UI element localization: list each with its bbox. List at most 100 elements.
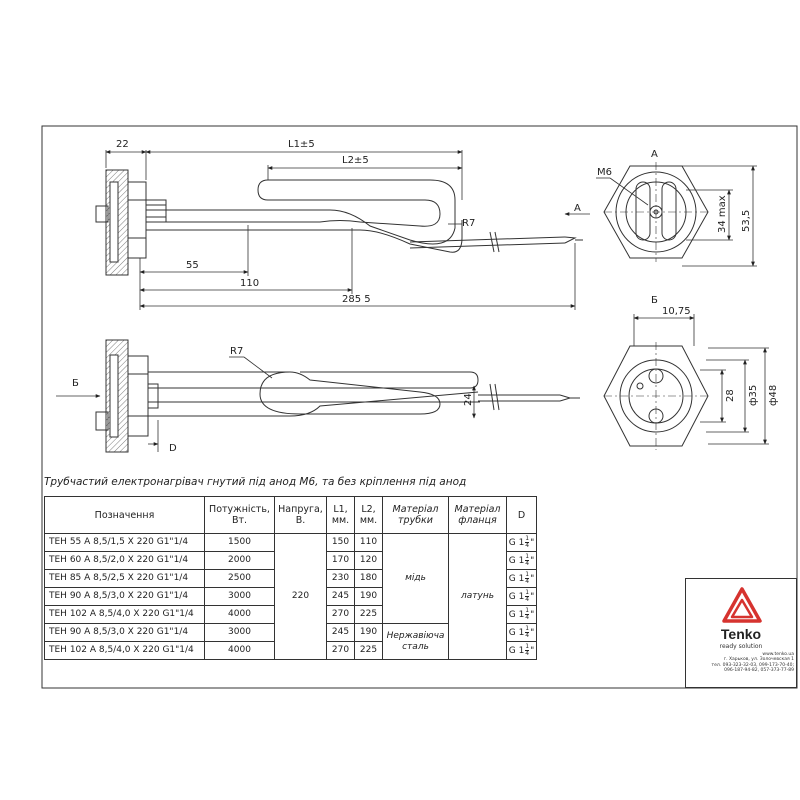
- header-l2: L2, мм.: [354, 496, 383, 534]
- header-power: Потужність, Вт.: [204, 496, 275, 534]
- side-view: [95, 339, 580, 453]
- thread-suffix: ": [530, 646, 535, 656]
- header-l1: L1, мм.: [326, 496, 355, 534]
- thread-prefix: G 1: [508, 646, 525, 656]
- cell-name: ТЕН 55 А 8,5/1,5 X 220 G1"1/4: [44, 533, 205, 552]
- dim-d: D: [169, 443, 177, 454]
- cell-power: 2000: [204, 551, 275, 570]
- cell-power: 2500: [204, 569, 275, 588]
- dim-r7-bottom: R7: [230, 346, 243, 357]
- cell-name: ТЕН 60 А 8,5/2,0 X 220 G1"1/4: [44, 551, 205, 570]
- cell-l1: 270: [326, 605, 355, 624]
- header-tube: Матеріал трубки: [382, 496, 449, 534]
- cell-l2: 190: [354, 623, 383, 642]
- drawing-frame: [41, 125, 798, 689]
- contact-address: г. Харьков, ул. Золочевская 1: [723, 657, 794, 663]
- tenko-logo-icon: [722, 587, 762, 623]
- cell-l2: 225: [354, 641, 383, 660]
- thread-suffix: ": [530, 610, 535, 620]
- table-row: ТЕН 85 А 8,5/2,5 X 220 G1"1/4 2500 230 1…: [44, 569, 537, 588]
- arrow-a-label: A: [574, 203, 581, 214]
- cell-name: ТЕН 90 А 8,5/3,0 X 220 G1"1/4: [44, 623, 205, 642]
- cell-l2: 225: [354, 605, 383, 624]
- view-a-label: A: [651, 149, 658, 160]
- company-stamp: Tenko ready solution www.tenko.ua г. Хар…: [685, 578, 797, 688]
- table-row: ТЕН 102 А 8,5/4,0 X 220 G1"1/4 4000 270 …: [44, 641, 537, 660]
- cell-l1: 245: [326, 623, 355, 642]
- dim-l2: L2±5: [342, 155, 369, 166]
- dim-55: 55: [186, 260, 199, 271]
- cell-tube-steel: Нержавіюча сталь: [382, 623, 449, 660]
- view-b-label: Б: [651, 295, 658, 306]
- contact-site: www.tenko.ua: [762, 652, 794, 657]
- thread-prefix: G 1: [508, 556, 525, 566]
- cell-l1: 245: [326, 587, 355, 606]
- flange-view-a: [603, 162, 709, 262]
- cell-l1: 150: [326, 533, 355, 552]
- top-view: [95, 169, 583, 276]
- table-row: ТЕН 55 А 8,5/1,5 X 220 G1"1/4 1500 220 1…: [44, 533, 537, 660]
- cell-name: ТЕН 102 А 8,5/4,0 X 220 G1"1/4: [44, 605, 205, 624]
- heater-loop-top: [146, 179, 456, 245]
- table-row: ТЕН 90 А 8,5/3,0 X 220 G1"1/4 3000 245 1…: [44, 587, 537, 606]
- dim-35: ф35: [748, 385, 759, 406]
- table-header-row: Позначення Потужність, Вт. Напруга, В. L…: [44, 496, 537, 534]
- dim-110: 110: [240, 278, 259, 289]
- thread-prefix: G 1: [508, 628, 525, 638]
- cell-power: 3000: [204, 623, 275, 642]
- cell-power: 1500: [204, 533, 275, 552]
- dim-m6: M6: [597, 167, 612, 178]
- top-dimensions: [105, 150, 590, 310]
- contact-block: www.tenko.ua г. Харьков, ул. Золочевская…: [688, 652, 794, 674]
- table-row: ТЕН 90 А 8,5/3,0 X 220 G1"1/4 3000 245 1…: [44, 623, 537, 660]
- thread-suffix: ": [530, 592, 535, 602]
- dim-285: 285 5: [342, 294, 371, 305]
- cell-l1: 270: [326, 641, 355, 660]
- dim-28: 28: [725, 389, 736, 402]
- thread-prefix: G 1: [508, 574, 525, 584]
- dim-48: ф48: [768, 385, 779, 406]
- dim-24: 24: [463, 393, 474, 406]
- dim-53-5: 53,5: [741, 210, 752, 232]
- header-flange: Матеріал фланця: [448, 496, 507, 534]
- dim-l1: L1±5: [288, 139, 315, 150]
- cell-name: ТЕН 90 А 8,5/3,0 X 220 G1"1/4: [44, 587, 205, 606]
- header-name: Позначення: [44, 496, 205, 534]
- header-voltage: Напруга, В.: [274, 496, 327, 534]
- thread-prefix: G 1: [508, 610, 525, 620]
- thread-prefix: G 1: [508, 592, 525, 602]
- contact-phones-2: 096-187-94-82, 057-373-77-89: [724, 668, 794, 674]
- spec-caption: Трубчастий електронагрівач гнутий під ан…: [44, 476, 467, 488]
- thread-suffix: ": [530, 556, 535, 566]
- cell-l2: 190: [354, 587, 383, 606]
- table-row: ТЕН 60 А 8,5/2,0 X 220 G1"1/4 2000 170 1…: [44, 551, 537, 570]
- thread-suffix: ": [530, 628, 535, 638]
- cell-name: ТЕН 102 А 8,5/4,0 X 220 G1"1/4: [44, 641, 205, 660]
- cell-name: ТЕН 85 А 8,5/2,5 X 220 G1"1/4: [44, 569, 205, 588]
- brand-name: Tenko: [720, 626, 762, 642]
- cell-l2: 120: [354, 551, 383, 570]
- thread-suffix: ": [530, 538, 535, 548]
- thread-prefix: G 1: [508, 538, 525, 548]
- cell-l1: 230: [326, 569, 355, 588]
- heater-loop-side: [148, 371, 441, 415]
- cell-l1: 170: [326, 551, 355, 570]
- header-d: D: [506, 496, 537, 534]
- contact-phones-1: тел. 093-323-32-03, 099-173-70-40;: [711, 662, 794, 668]
- arrow-b-label: Б: [72, 378, 79, 389]
- cell-l2: 180: [354, 569, 383, 588]
- spec-table: Позначення Потужність, Вт. Напруга, В. L…: [44, 496, 537, 660]
- dim-10-75: 10,75: [662, 306, 691, 317]
- cell-power: 4000: [204, 641, 275, 660]
- dim-r7-top: R7: [462, 218, 475, 229]
